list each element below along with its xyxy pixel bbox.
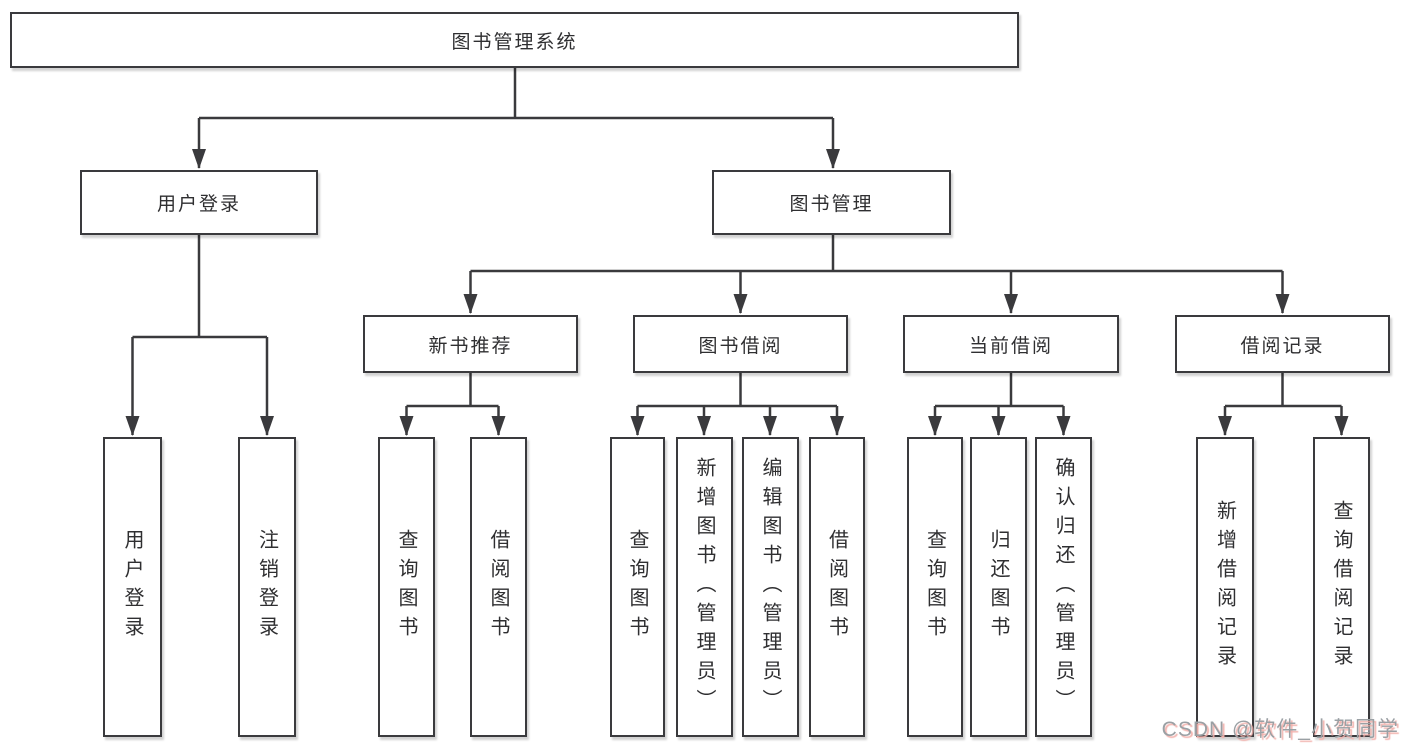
leaf-user-login: 用户登录 bbox=[103, 437, 162, 737]
csdn-watermark: CSDN @软件_小贺同学 bbox=[1161, 718, 1399, 741]
leaf-user-login-label: 用户登录 bbox=[121, 529, 143, 645]
node-book-borrow-label: 图书借阅 bbox=[698, 335, 783, 357]
leaf-query-borrow-record: 查询借阅记录 bbox=[1313, 437, 1370, 737]
leaf-add-books-admin: 新增图书（管理员） bbox=[676, 437, 733, 737]
leaf-edit-books-admin: 编辑图书（管理员） bbox=[742, 437, 799, 737]
leaf-logout: 注销登录 bbox=[238, 437, 296, 737]
leaf-return-books-label: 归还图书 bbox=[987, 529, 1009, 645]
node-current-borrow-label: 当前借阅 bbox=[968, 335, 1053, 357]
leaf-query-books-recommend-label: 查询图书 bbox=[395, 529, 417, 645]
node-root: 图书管理系统 bbox=[10, 12, 1019, 68]
node-borrow-records: 借阅记录 bbox=[1175, 315, 1390, 373]
leaf-edit-books-admin-label: 编辑图书（管理员） bbox=[759, 456, 781, 718]
leaf-add-books-admin-label: 新增图书（管理员） bbox=[693, 456, 715, 718]
leaf-query-books-borrow-label: 查询图书 bbox=[626, 529, 648, 645]
node-root-label: 图书管理系统 bbox=[451, 31, 578, 53]
node-user-login: 用户登录 bbox=[80, 170, 318, 235]
leaf-logout-label: 注销登录 bbox=[255, 529, 278, 645]
leaf-confirm-return-admin: 确认归还（管理员） bbox=[1035, 437, 1092, 737]
leaf-borrow-books: 借阅图书 bbox=[809, 437, 865, 737]
leaf-borrow-books-recommend: 借阅图书 bbox=[470, 437, 527, 737]
leaf-query-borrow-record-label: 查询借阅记录 bbox=[1330, 500, 1352, 674]
leaf-add-borrow-record-label: 新增借阅记录 bbox=[1213, 500, 1236, 674]
leaf-borrow-books-recommend-label: 借阅图书 bbox=[487, 529, 509, 645]
leaf-confirm-return-admin-label: 确认归还（管理员） bbox=[1052, 456, 1074, 718]
leaf-query-books-recommend: 查询图书 bbox=[378, 437, 435, 737]
leaf-query-books-current-label: 查询图书 bbox=[923, 529, 946, 645]
leaf-add-borrow-record: 新增借阅记录 bbox=[1196, 437, 1254, 737]
leaf-borrow-books-label: 借阅图书 bbox=[825, 529, 848, 645]
node-new-book-recommend: 新书推荐 bbox=[363, 315, 578, 373]
leaf-query-books-current: 查询图书 bbox=[907, 437, 963, 737]
node-book-management-label: 图书管理 bbox=[789, 194, 874, 215]
node-current-borrow: 当前借阅 bbox=[903, 315, 1119, 373]
node-borrow-records-label: 借阅记录 bbox=[1240, 335, 1325, 357]
node-user-login-label: 用户登录 bbox=[156, 194, 241, 215]
node-book-borrow: 图书借阅 bbox=[633, 315, 848, 373]
node-book-management: 图书管理 bbox=[712, 170, 951, 235]
leaf-query-books-borrow: 查询图书 bbox=[610, 437, 665, 737]
leaf-return-books: 归还图书 bbox=[970, 437, 1027, 737]
node-new-book-recommend-label: 新书推荐 bbox=[428, 335, 513, 357]
